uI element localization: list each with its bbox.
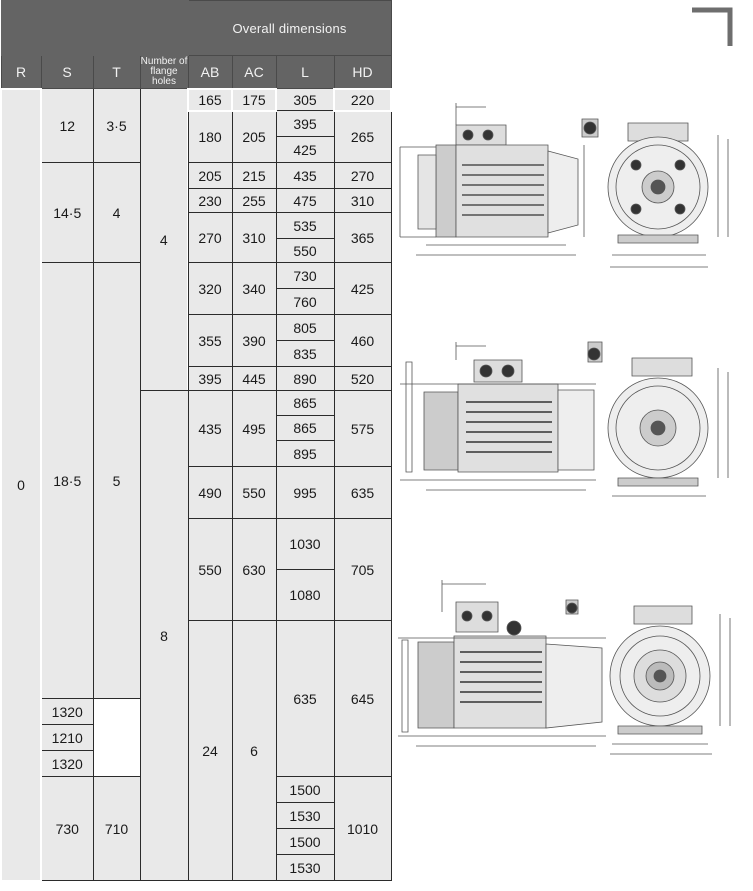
ab-cell: 435 bbox=[187, 390, 233, 467]
ab-cell: 320 bbox=[187, 262, 233, 315]
ab-cell: 165 bbox=[187, 87, 233, 112]
l-cell: 1320 bbox=[40, 698, 94, 725]
ac-cell: 175 bbox=[231, 87, 277, 112]
ab-cell: 355 bbox=[187, 314, 233, 367]
ab-cell: 180 bbox=[187, 110, 233, 163]
ac-cell: 495 bbox=[231, 390, 277, 467]
hd-cell: 270 bbox=[333, 162, 392, 189]
s-cell: 18·5 bbox=[40, 262, 94, 699]
hd-cell: 220 bbox=[332, 87, 393, 112]
col-header-s: S bbox=[40, 55, 94, 89]
ac-cell: 710 bbox=[92, 776, 141, 881]
hd-cell: 520 bbox=[333, 366, 392, 391]
l-cell: 425 bbox=[275, 136, 335, 163]
l-cell: 1080 bbox=[275, 569, 335, 621]
col-header-l: L bbox=[275, 55, 335, 89]
ac-cell: 390 bbox=[231, 314, 277, 367]
s-cell: 12 bbox=[40, 88, 94, 163]
col-header-ab: AB bbox=[187, 55, 233, 89]
s-cell: 24 bbox=[187, 620, 233, 881]
ac-cell: 215 bbox=[231, 162, 277, 189]
l-cell: 865 bbox=[275, 390, 335, 416]
l-cell: 805 bbox=[275, 314, 335, 341]
ac-cell: 550 bbox=[231, 466, 277, 519]
hd-cell: 460 bbox=[333, 314, 392, 367]
l-cell: 865 bbox=[275, 415, 335, 441]
l-cell: 305 bbox=[275, 88, 335, 111]
col-header-r: R bbox=[0, 55, 42, 89]
l-cell: 730 bbox=[275, 262, 335, 289]
flange-holes-cell: 4 bbox=[139, 88, 189, 391]
l-cell: 1530 bbox=[275, 854, 335, 881]
blank-header bbox=[0, 0, 189, 56]
ab-cell: 490 bbox=[187, 466, 233, 519]
ac-cell: 645 bbox=[333, 620, 392, 777]
r-cell: 0 bbox=[0, 87, 42, 882]
col-header-ac: AC bbox=[231, 55, 277, 89]
ab-cell: 730 bbox=[40, 776, 94, 881]
ac-cell: 445 bbox=[231, 366, 277, 391]
l-cell: 550 bbox=[275, 238, 335, 263]
l-cell: 1030 bbox=[275, 518, 335, 570]
hd-cell: 575 bbox=[333, 390, 392, 467]
ab-cell: 635 bbox=[275, 620, 335, 777]
l-cell: 835 bbox=[275, 340, 335, 367]
l-cell: 890 bbox=[275, 366, 335, 391]
l-cell: 1210 bbox=[40, 724, 94, 751]
overall-dimensions-header: Overall dimensions bbox=[187, 0, 392, 56]
dimension-table: Overall dimensions R S T Number of flang… bbox=[0, 0, 393, 882]
ab-cell: 205 bbox=[187, 162, 233, 189]
ac-cell: 255 bbox=[231, 188, 277, 213]
motor-schematic-medium bbox=[396, 332, 748, 512]
t-cell: 4 bbox=[92, 162, 141, 263]
hd-cell: 635 bbox=[333, 466, 392, 519]
t-cell: 3·5 bbox=[92, 88, 141, 163]
flange-holes-cell: 8 bbox=[139, 390, 189, 881]
ab-cell: 550 bbox=[187, 518, 233, 621]
corner-bracket-icon bbox=[688, 4, 736, 48]
l-cell: 435 bbox=[275, 162, 335, 189]
hd-cell: 1010 bbox=[333, 776, 392, 881]
col-header-t: T bbox=[92, 55, 141, 89]
ac-cell: 630 bbox=[231, 518, 277, 621]
hd-cell: 425 bbox=[333, 262, 392, 315]
t-cell: 6 bbox=[231, 620, 277, 881]
ac-cell: 205 bbox=[231, 110, 277, 163]
l-cell: 895 bbox=[275, 440, 335, 467]
col-header-hd: HD bbox=[333, 55, 392, 89]
ac-cell: 310 bbox=[231, 212, 277, 263]
hd-cell: 310 bbox=[333, 188, 392, 213]
l-cell: 475 bbox=[275, 188, 335, 213]
l-cell: 1320 bbox=[40, 750, 94, 777]
l-cell: 1500 bbox=[275, 776, 335, 803]
hd-cell: 365 bbox=[333, 212, 392, 263]
ac-cell: 340 bbox=[231, 262, 277, 315]
l-cell: 535 bbox=[275, 212, 335, 239]
l-cell: 995 bbox=[275, 466, 335, 519]
s-cell: 14·5 bbox=[40, 162, 94, 263]
motor-schematic-small bbox=[396, 95, 748, 285]
motor-schematic-large bbox=[396, 572, 748, 762]
l-cell: 1500 bbox=[275, 828, 335, 855]
hd-cell: 265 bbox=[333, 110, 392, 163]
ab-cell: 230 bbox=[187, 188, 233, 213]
ab-cell: 395 bbox=[187, 366, 233, 391]
l-cell: 760 bbox=[275, 288, 335, 315]
hd-cell: 705 bbox=[333, 518, 392, 621]
t-cell: 5 bbox=[92, 262, 141, 699]
col-header-flange-holes: Number of flange holes bbox=[139, 55, 189, 89]
l-cell: 1530 bbox=[275, 802, 335, 829]
ab-cell: 270 bbox=[187, 212, 233, 263]
l-cell: 395 bbox=[275, 110, 335, 137]
